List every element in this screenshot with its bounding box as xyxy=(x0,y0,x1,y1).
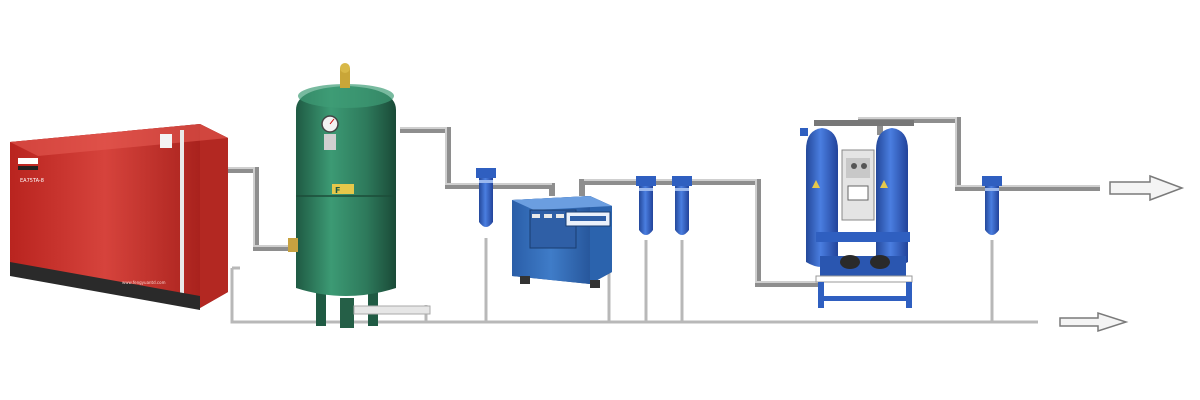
filter-band xyxy=(985,188,999,191)
filter-band xyxy=(639,188,653,191)
line-filter-1 xyxy=(476,168,496,227)
line-filter-3 xyxy=(672,176,692,235)
refrigerated-dryer xyxy=(512,196,612,288)
line-filters xyxy=(476,168,1002,235)
air-receiver-tank: F xyxy=(288,63,431,328)
line-filter-2 xyxy=(636,176,656,235)
compressor-logo-bar xyxy=(18,158,38,164)
filter-bowl xyxy=(479,178,493,227)
air-pipes-highlight xyxy=(228,117,1100,283)
filter-head xyxy=(672,176,692,186)
filter-band xyxy=(675,188,689,191)
filter-head xyxy=(636,176,656,186)
compressor-unit: EA75TA-8 www.fengyuantd.com xyxy=(10,124,228,310)
filter-band xyxy=(479,180,493,183)
filter-bowl xyxy=(639,186,653,235)
tank-badge: F xyxy=(335,186,340,195)
line-filter-4 xyxy=(982,176,1002,235)
desiccant-dryer xyxy=(800,120,914,308)
filter-bowl xyxy=(675,186,689,235)
brand-badge-icon xyxy=(160,134,172,148)
flow-arrow-lower xyxy=(1059,311,1129,333)
filter-head xyxy=(476,168,496,178)
compressor-website: www.fengyuantd.com xyxy=(122,280,166,285)
filter-head xyxy=(982,176,1002,186)
compressor-model-label: EA75TA-8 xyxy=(20,178,44,184)
filter-bowl xyxy=(985,186,999,235)
flow-arrow-upper xyxy=(1109,174,1185,202)
drain-lines xyxy=(230,238,1038,324)
